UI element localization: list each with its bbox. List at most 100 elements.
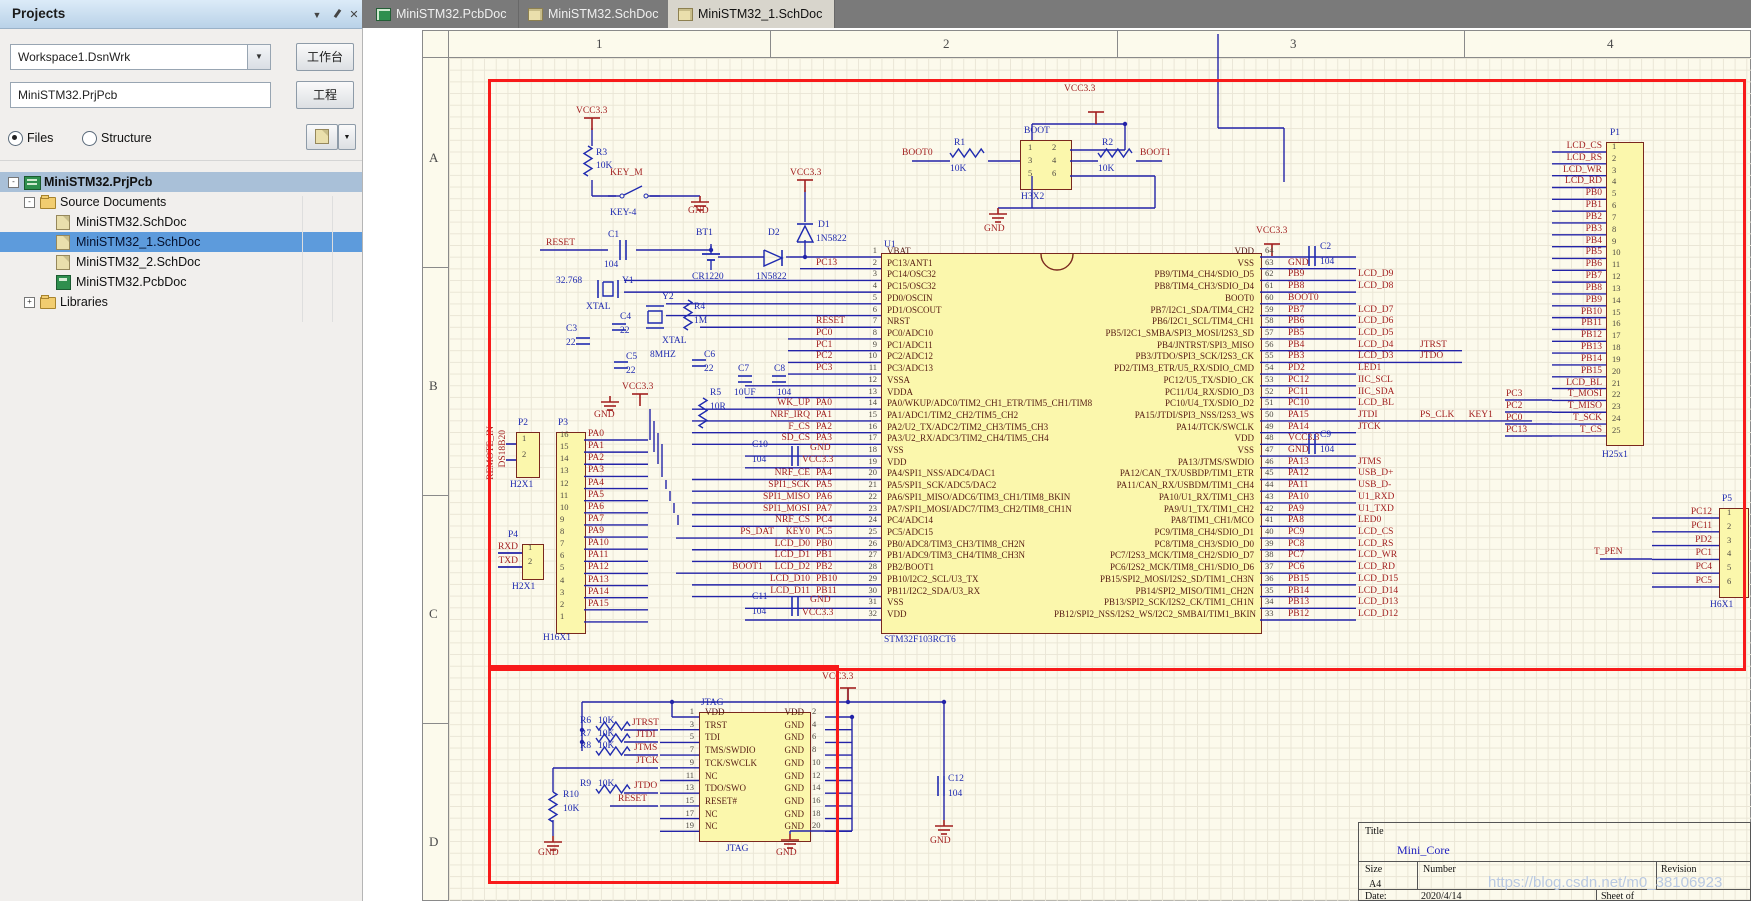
tab-ministm32-schdoc[interactable]: MiniSTM32.SchDoc [518,0,669,28]
net-label[interactable]: C3 [566,324,578,334]
net-label[interactable]: PC3 [816,363,833,374]
net-label[interactable]: LCD_WR [1562,164,1602,175]
net-label[interactable]: 22 [704,364,714,374]
net-label[interactable]: LCD_D15 [1358,573,1399,584]
net-label[interactable]: SD_CS [781,433,810,444]
net-label[interactable]: USB_D- [1358,480,1392,491]
net-label[interactable]: PA3 [588,465,605,476]
net-label[interactable]: PB10 [1580,306,1602,317]
net-label[interactable]: PC13 [1506,425,1528,435]
net-label[interactable]: PC12 [1690,507,1712,517]
net-label[interactable]: XTAL [662,336,687,346]
net-label[interactable]: C2 [1320,242,1332,252]
net-label[interactable]: JTDO [1420,351,1444,362]
net-label[interactable]: LCD_RD [1358,562,1395,573]
net-label[interactable]: 10K [950,164,967,174]
net-label[interactable]: PB11 [816,585,837,596]
header-p2[interactable] [516,432,540,478]
net-label[interactable]: C10 [752,440,768,450]
net-label[interactable]: LCD_D8 [1358,281,1394,292]
net-label[interactable]: PA5 [588,489,605,500]
net-label[interactable]: C9 [1320,430,1332,440]
net-label[interactable]: PA10 [1288,491,1309,502]
net-label[interactable]: BT1 [696,228,713,238]
net-label[interactable]: PC0 [816,327,833,338]
net-label[interactable]: VCC3.3 [822,672,854,682]
net-label[interactable]: PC11 [1691,520,1712,531]
net-label[interactable]: D1 [818,220,830,230]
net-label[interactable]: CR1220 [692,272,724,282]
component-designator[interactable]: BOOT [1024,126,1050,136]
net-label[interactable]: 104 [752,455,767,465]
net-label[interactable]: GND [538,848,559,858]
net-label[interactable]: PC4 [816,515,833,526]
net-label[interactable]: PC8 [1288,538,1305,549]
net-label[interactable]: U1_RXD [1358,491,1395,502]
component-designator[interactable]: JTAG [701,698,724,708]
net-label[interactable]: PB4 [1288,339,1305,350]
tree-item-ministm32-1-schdoc[interactable]: MiniSTM32_1.SchDoc [0,232,362,252]
net-label[interactable]: PB5 [1288,327,1305,338]
net-label[interactable]: PB15 [1580,365,1602,376]
net-label[interactable]: R2 [1102,138,1114,148]
net-label[interactable]: 10UF [734,388,756,398]
net-label[interactable]: PC1 [1695,548,1712,559]
net-label[interactable]: PB7 [1288,304,1305,315]
net-label[interactable]: C1 [608,230,620,240]
net-label[interactable]: PB0 [816,538,833,549]
net-label[interactable]: GND [810,595,831,605]
net-label[interactable]: JTRST [632,718,659,728]
net-label[interactable]: PC1 [816,339,833,350]
net-label[interactable]: PB8 [1288,281,1305,292]
net-label[interactable]: R10 [563,790,579,800]
net-label[interactable]: LCD_D5 [1358,327,1394,338]
net-label[interactable]: PA4 [816,468,833,479]
net-label[interactable]: VCC3.3 [790,168,822,178]
component-footprint[interactable]: H25x1 [1602,450,1628,460]
tree-item-source-documents[interactable]: -Source Documents [0,192,362,212]
project-button[interactable]: 工程 [296,81,354,109]
net-label[interactable]: PC12 [1288,374,1310,385]
net-label[interactable]: RESET [546,238,576,248]
net-label[interactable]: PA4 [588,477,605,488]
net-label[interactable]: LED0 [1358,515,1382,526]
net-label[interactable]: PB3 [1288,351,1305,362]
net-label[interactable]: 10K [598,741,615,751]
net-label[interactable]: BOOT0 [902,148,933,158]
net-label[interactable]: LCD_D12 [1358,609,1399,619]
net-label[interactable]: 22 [566,338,576,348]
net-label[interactable]: PA13 [588,574,609,585]
component-name[interactable]: JTAG [726,844,749,854]
net-label[interactable]: PB7 [1585,271,1602,282]
net-label[interactable]: PA2 [588,453,605,464]
net-label[interactable]: PC3 [1506,389,1523,399]
net-label[interactable]: GND [810,443,831,453]
net-label[interactable]: GND [930,836,951,846]
net-label[interactable]: LCD_D1 [774,550,810,561]
net-label[interactable]: PS_CLK KEY1 [1420,409,1493,420]
net-label[interactable]: LCD_RD [1565,176,1602,187]
net-label[interactable]: 1N5822 [816,234,847,244]
net-label[interactable]: C12 [948,774,964,784]
net-label[interactable]: C4 [620,312,632,322]
net-label[interactable]: LCD_D7 [1358,304,1394,315]
net-label[interactable]: GND [688,206,709,216]
net-label[interactable]: RESET [618,794,648,804]
net-label[interactable]: JTCK [636,756,659,766]
net-label[interactable]: PS_DAT KEY0 [740,527,810,538]
net-label[interactable]: PA6 [588,501,605,512]
net-label[interactable]: LCD_D0 [774,538,810,549]
net-label[interactable]: F_CS [788,421,810,432]
close-icon[interactable]: ✕ [349,9,359,21]
net-label[interactable]: PA0 [588,429,605,439]
net-label[interactable]: LCD_D4 [1358,339,1394,350]
tree-item-ministm32-2-schdoc[interactable]: MiniSTM32_2.SchDoc [0,252,362,272]
net-label[interactable]: PB8 [1585,282,1602,293]
tab-ministm32-1-schdoc[interactable]: MiniSTM32_1.SchDoc [668,0,835,28]
sheet-title[interactable]: Mini_Core [1397,843,1450,857]
net-label[interactable]: PA7 [816,503,833,514]
tab-ministm32-pcbdoc[interactable]: MiniSTM32.PcbDoc [366,0,519,28]
net-label[interactable]: KEY-4 [610,208,637,218]
net-label[interactable]: LCD_RS [1358,538,1394,549]
net-label[interactable]: PC5 [1695,576,1712,586]
